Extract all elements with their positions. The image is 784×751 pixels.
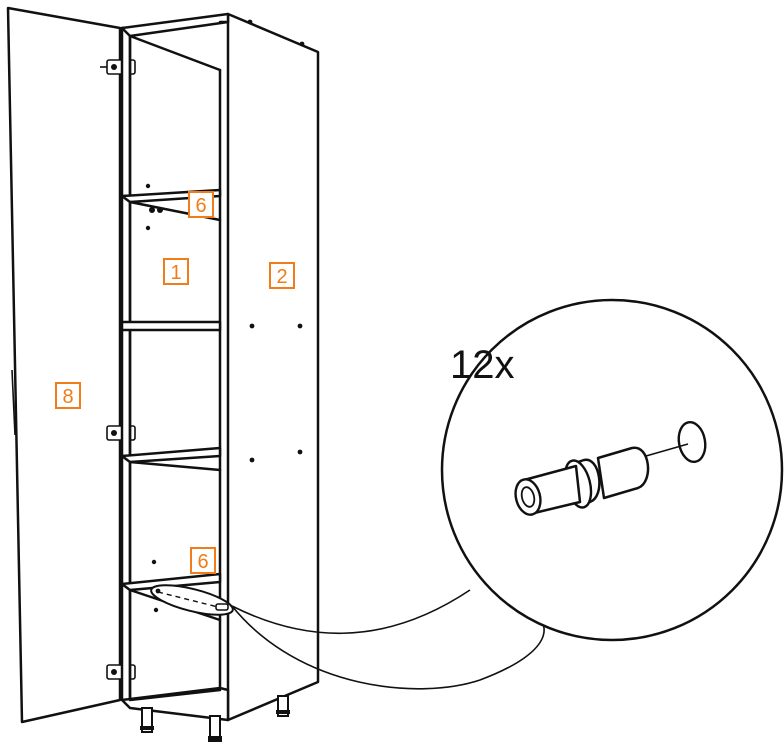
part-label-side-left: 1 [163, 258, 189, 285]
part-label-shelf-bottom: 6 [190, 547, 216, 574]
part-label-shelf-top: 6 [188, 191, 214, 218]
cabinet-carcass [120, 12, 320, 722]
callout-leader [231, 589, 545, 690]
part-label-side-left-text: 1 [170, 262, 181, 284]
part-label-shelf-top-text: 6 [195, 195, 206, 217]
part-label-door: 8 [55, 382, 81, 409]
cabinet-legs [140, 695, 290, 742]
part-label-side-right-text: 2 [276, 266, 287, 288]
part-label-door-text: 8 [62, 386, 73, 408]
shelf-support-pin-icon [514, 420, 707, 516]
callout-highlight [150, 584, 234, 616]
part-label-shelf-bottom-text: 6 [197, 551, 208, 573]
quantity-label: 12x [450, 343, 515, 387]
door-panel [6, 6, 122, 724]
part-label-side-right: 2 [269, 262, 295, 289]
